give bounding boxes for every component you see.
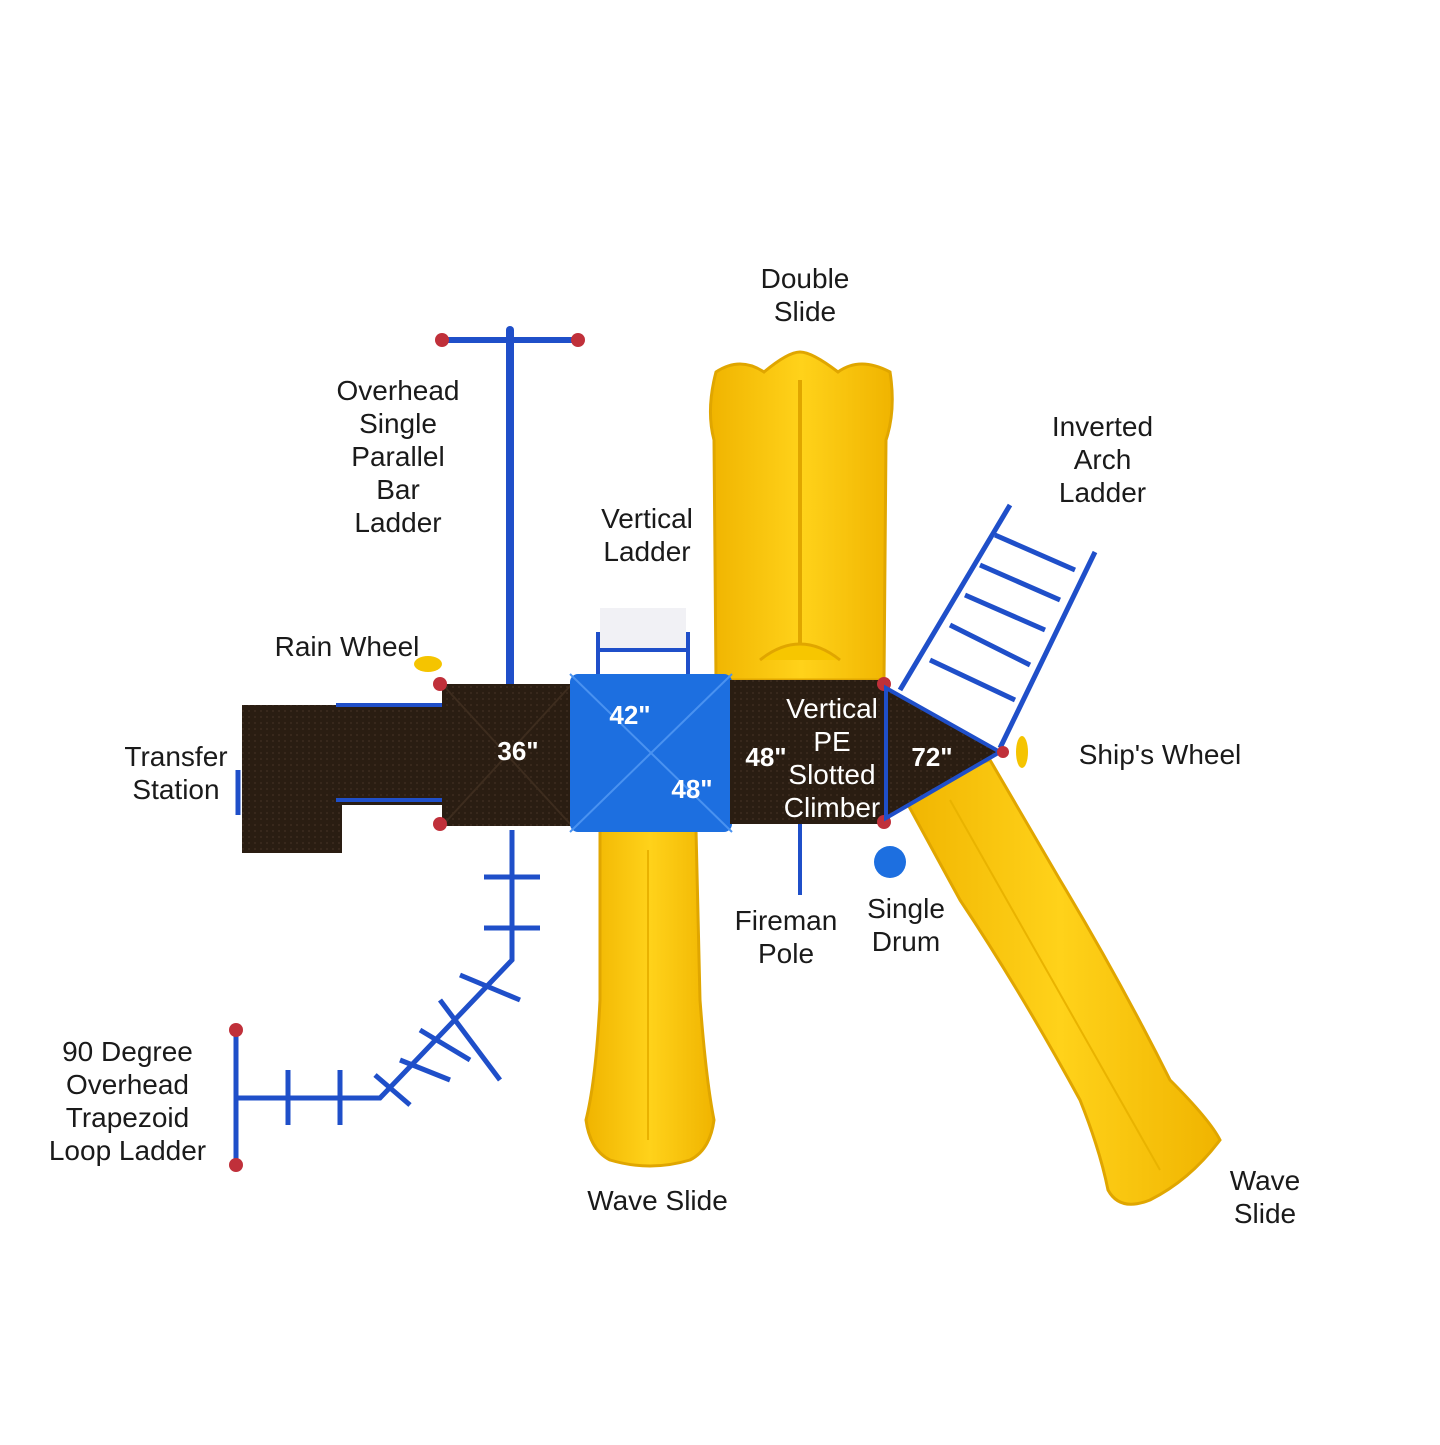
deck-height-48-roof: 48": [671, 774, 712, 804]
label-transfer-station: Transfer Station: [124, 741, 228, 805]
deck-48: [730, 677, 891, 895]
deck-roof: [569, 673, 733, 833]
transfer-station: [235, 703, 446, 853]
label-single-drum: Single Drum: [867, 893, 945, 957]
trapezoid-loop-ladder: [229, 830, 540, 1172]
label-vertical-ladder: Vertical Ladder: [601, 503, 693, 567]
inverted-arch-ladder: [897, 503, 1098, 750]
deck-36: [414, 656, 573, 831]
label-inverted-arch-ladder: Inverted Arch Ladder: [1051, 411, 1154, 508]
label-rain-wheel: Rain Wheel: [274, 631, 420, 662]
wave-slide-right: [897, 758, 1222, 1206]
deck-height-42: 42": [609, 700, 650, 730]
label-wave-slide-right: Wave Slide: [1229, 1165, 1301, 1229]
double-slide: [708, 350, 894, 682]
label-wave-slide-center: Wave Slide: [587, 1185, 728, 1216]
deck-height-72: 72": [911, 742, 952, 772]
wave-slide-center: [584, 828, 716, 1168]
overhead-parallel-bar-ladder: [435, 326, 585, 694]
deck-height-36: 36": [497, 736, 538, 766]
vertical-ladder: [596, 608, 690, 675]
label-trapezoid-loop-ladder: 90 Degree Overhead Trapezoid Loop Ladder: [48, 1036, 207, 1166]
label-slotted-climber: Vertical PE Slotted Climber: [783, 693, 881, 823]
deck-72: [874, 684, 1028, 878]
label-overhead-ladder: Overhead Single Parallel Bar Ladder: [336, 375, 460, 538]
label-fireman-pole: Fireman Pole: [734, 905, 838, 969]
label-ships-wheel: Ship's Wheel: [1078, 739, 1242, 770]
label-double-slide: Double Slide: [760, 263, 850, 327]
deck-height-48: 48": [745, 742, 786, 772]
